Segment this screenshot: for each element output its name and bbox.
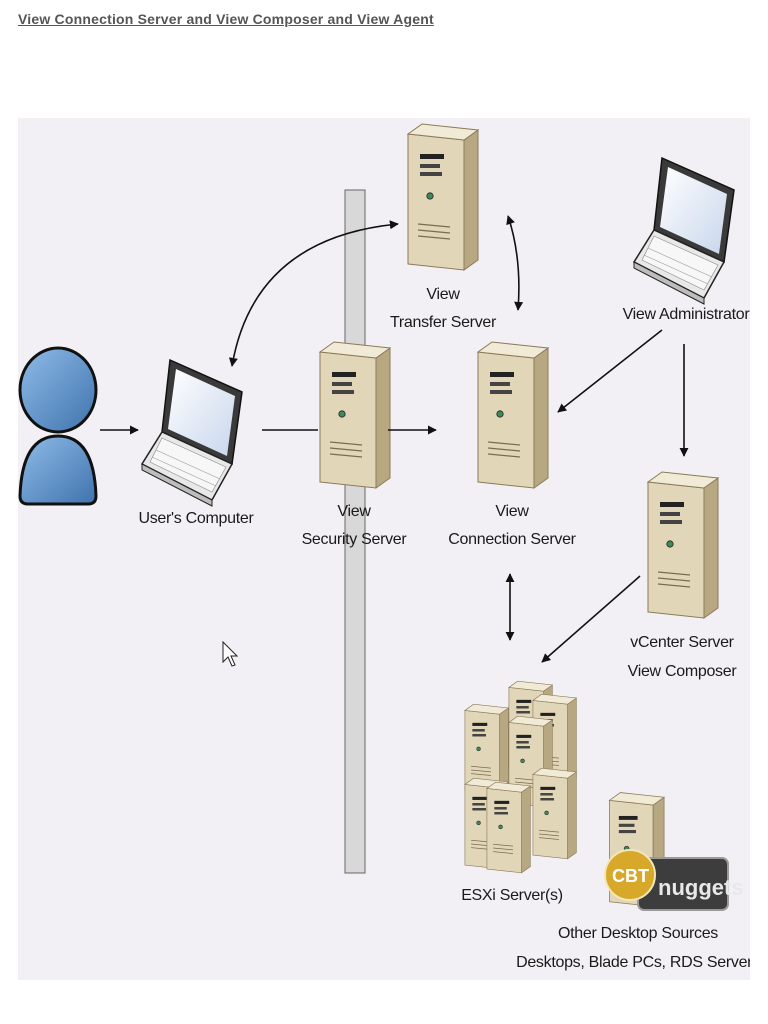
users-computer-label: User's Computer — [138, 510, 254, 527]
users-computer-laptop-icon — [141, 359, 243, 507]
user-icon — [18, 346, 98, 506]
other-sources-label-2: Desktops, Blade PCs, RDS Servers — [516, 954, 750, 971]
svg-text:nuggets: nuggets — [658, 875, 744, 900]
security-server-icon — [319, 341, 391, 489]
mouse-cursor-icon — [222, 640, 239, 667]
transfer-server-label-1: View — [426, 286, 460, 303]
vcenter-label-2: View Composer — [628, 663, 738, 680]
vcenter-label-1: vCenter Server — [630, 634, 734, 651]
esxi-servers-label: ESXi Server(s) — [461, 887, 563, 904]
view-administrator-label: View Administrator — [623, 306, 750, 323]
arrow-admin-to-connection — [557, 329, 663, 413]
security-server-label-2: Security Server — [302, 531, 408, 548]
diagram-canvas: CBT nuggets View Transfer Server View Ad… — [18, 123, 750, 971]
arrow-transfer-connection — [506, 215, 524, 311]
other-sources-label-1: Other Desktop Sources — [558, 925, 718, 942]
network-diagram: CBT nuggets View Transfer Server View Ad… — [18, 118, 750, 980]
connection-server-label-1: View — [495, 503, 529, 520]
arrow-vcenter-to-esxi — [541, 575, 641, 663]
admin-laptop-icon — [633, 157, 735, 305]
page-heading[interactable]: View Connection Server and View Composer… — [18, 11, 434, 27]
arrow-computer-transfer — [228, 220, 399, 367]
connection-server-label-2: Connection Server — [448, 531, 576, 548]
vcenter-server-icon — [647, 471, 719, 619]
transfer-server-label-2: Transfer Server — [390, 314, 497, 331]
security-server-label-1: View — [337, 503, 371, 520]
cbt-nuggets-logo: CBT nuggets — [604, 849, 744, 911]
server-cluster-icon — [464, 680, 577, 874]
transfer-server-icon — [407, 123, 479, 271]
connection-server-icon — [477, 341, 549, 489]
svg-text:CBT: CBT — [612, 866, 649, 886]
